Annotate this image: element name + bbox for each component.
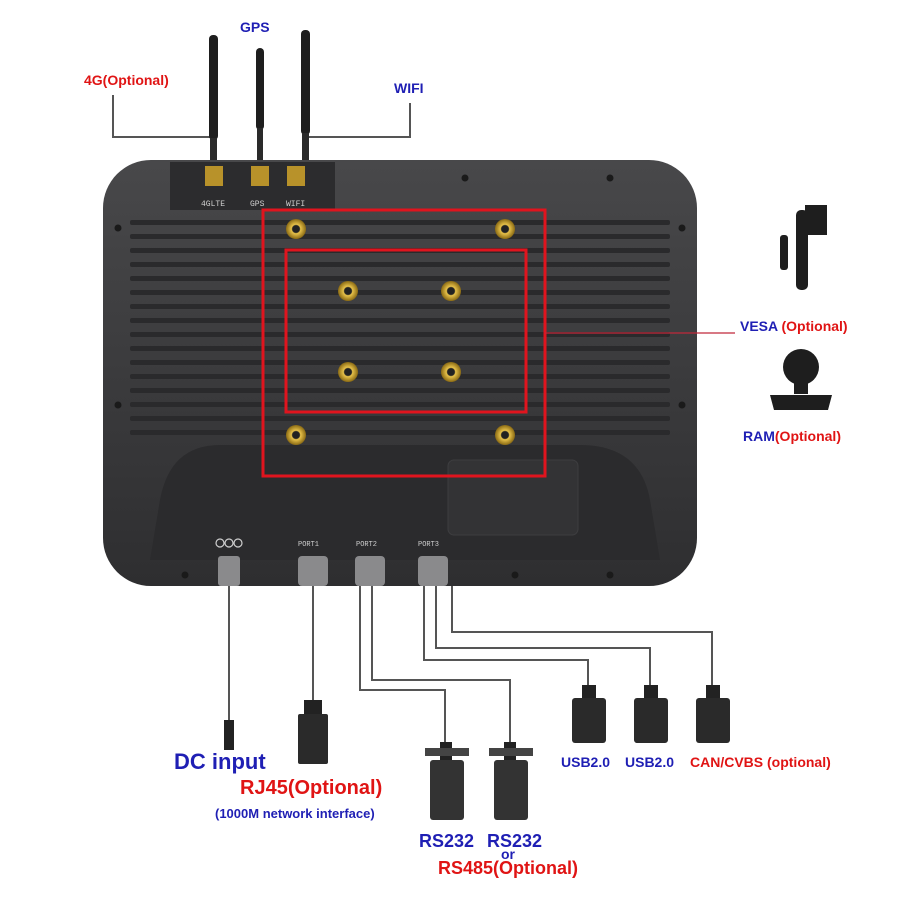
label-rj45-note: (1000M network interface) (215, 806, 375, 821)
cables (228, 586, 713, 745)
dc-plug (224, 720, 234, 750)
label-ram: RAM(Optional) (743, 428, 841, 444)
antenna-port-markings: 4GLTE GPS WIFI (201, 200, 305, 209)
db9-plug-b (489, 742, 533, 820)
ram-mount-icon (770, 349, 832, 410)
mounting-holes (286, 219, 515, 445)
bottom-port-markings: PORT1 PORT2 PORT3 (298, 541, 439, 549)
marking-4glte: 4GLTE (201, 200, 225, 209)
marking-port3: PORT3 (418, 541, 439, 549)
ram-note: (Optional) (774, 428, 841, 444)
label-4g: 4G(Optional) (84, 72, 169, 88)
usb-plug-b (634, 685, 668, 743)
label-gps: GPS (240, 19, 270, 35)
label-wifi: WIFI (394, 80, 424, 96)
label-or: or (501, 846, 515, 862)
gps-antenna (256, 48, 264, 173)
bottom-ports (218, 556, 448, 586)
label-usb-a: USB2.0 (561, 754, 611, 770)
rj45-plug (298, 700, 328, 764)
usb-plug-a (572, 685, 606, 743)
label-dc-input: DC input (174, 749, 266, 774)
antenna-connectors (205, 166, 305, 186)
label-vesa: VESA (Optional) (740, 318, 848, 334)
vesa-name: VESA (740, 318, 778, 334)
body-screws (114, 174, 686, 579)
label-rs232-a: RS232 (419, 831, 475, 851)
db9-plug-a (425, 742, 469, 820)
label-rs232-b: RS232 (487, 831, 543, 851)
ram-name: RAM (743, 428, 775, 444)
label-rj45: RJ45(Optional) (240, 777, 383, 799)
label-usb-b: USB2.0 (625, 754, 675, 770)
vesa-highlight (261, 208, 547, 478)
marking-port1: PORT1 (298, 541, 319, 549)
cooling-fins (130, 220, 670, 435)
marking-wifi: WIFI (286, 200, 305, 209)
marking-gps: GPS (250, 200, 265, 209)
label-rs485: RS485(Optional) (438, 858, 579, 878)
vesa-mount-icon (780, 205, 827, 290)
antenna-leader-lines (112, 95, 411, 138)
dc-port-symbol (215, 538, 243, 548)
can-plug (696, 685, 730, 743)
wifi-antenna (301, 30, 310, 173)
label-can: CAN/CVBS (optional) (690, 754, 831, 770)
marking-port2: PORT2 (356, 541, 377, 549)
vesa-note: (Optional) (781, 318, 848, 334)
lte-antenna (209, 35, 218, 173)
